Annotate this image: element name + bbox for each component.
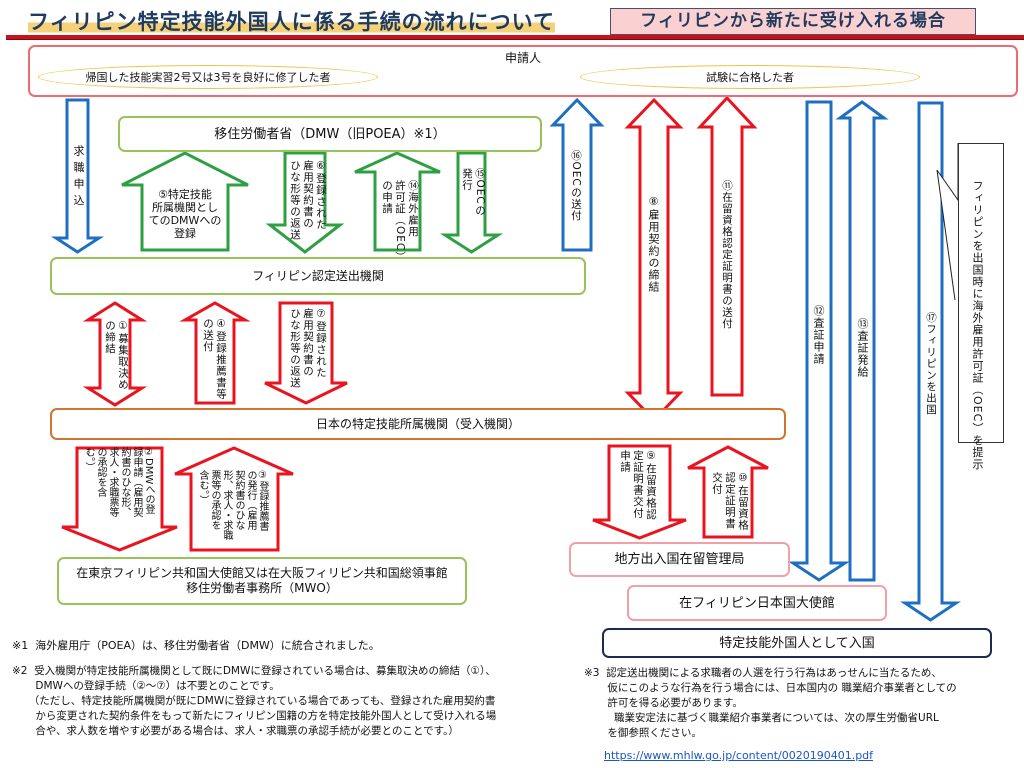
applicant-label: 申請人 bbox=[504, 51, 541, 65]
arrow-step-9 bbox=[592, 444, 687, 540]
mhlw-url-link[interactable]: https://www.mhlw.go.jp/content/002019040… bbox=[604, 749, 874, 762]
step-6-label: ⑥登録された 雇用契約書の ひな形等の返送 bbox=[289, 160, 327, 241]
arrow-step-3 bbox=[174, 446, 294, 552]
arrow-step-11 bbox=[696, 95, 758, 397]
note-3: ※3 認定送出機関による求職者の人選を行う行為はあっせんに当たるため、 仮にこの… bbox=[584, 667, 957, 739]
oec-callout-text: フィリピンを出国時に海外雇用許可証（OEC）を提示 bbox=[971, 180, 984, 471]
applicant-group-trainee: 帰国した技能実習2号又は3号を良好に修了した者 bbox=[38, 65, 378, 89]
arrow-step-5 bbox=[121, 151, 249, 252]
arrow-step-13 bbox=[835, 100, 889, 582]
step-16-label: ⑯OECの送付 bbox=[570, 150, 582, 222]
step-1-label: ①募集取決め の締結 bbox=[104, 320, 129, 391]
mwo-label-line1: 在東京フィリピン共和国大使館又は在大阪フィリピン共和国総領事館 bbox=[76, 566, 448, 580]
job-application-label: 求 職 申 込 bbox=[72, 145, 85, 207]
step-7-label: ⑦登録された 雇用契約書の ひな形等の返送 bbox=[289, 308, 327, 389]
arrow-step-10 bbox=[687, 445, 769, 539]
step-4-label: ④登録推薦書等 の送付 bbox=[202, 318, 227, 400]
mwo-box: 在東京フィリピン共和国大使館又は在大阪フィリピン共和国総領事館 移住労働者事務所… bbox=[57, 557, 467, 605]
note-1: ※1 海外雇用庁（POEA）は、移住労働者省（DMW）に統合されました。 bbox=[12, 639, 380, 652]
step-11-label: ⑪在留資格認定証明書の送付 bbox=[721, 180, 733, 330]
immigration-bureau-label: 地方出入国在留管理局 bbox=[614, 552, 745, 567]
step-8-label: ⑧雇用契約の締結 bbox=[647, 195, 660, 293]
arrow-step-1 bbox=[82, 301, 148, 407]
mwo-label-line2: 移住労働者事務所（MWO） bbox=[186, 581, 338, 595]
sending-agency-label: フィリピン認定送出機関 bbox=[252, 268, 384, 283]
title-divider-shadow bbox=[6, 39, 1024, 40]
page-subtitle-badge: フィリピンから新たに受け入れる場合 bbox=[610, 8, 976, 35]
page-title: フィリピン特定技能外国人に係る手続の流れについて bbox=[28, 6, 555, 36]
arrow-step-8 bbox=[624, 97, 684, 423]
arrow-step-15 bbox=[439, 151, 504, 254]
title-divider bbox=[6, 35, 1024, 39]
step-15-label: ⑮OECの 発行 bbox=[461, 168, 486, 217]
step-13-label: ⑬査証発給 bbox=[856, 318, 869, 378]
step-2-label: ②DMWへの登 録申請（雇用契 約書のひな形、 求人・求職票等 の承認を含 む。… bbox=[83, 447, 154, 517]
dmw-label: 移住労働者省（DMW（旧POEA）※1） bbox=[214, 126, 446, 142]
step-12-label: ⑫査証申請 bbox=[812, 305, 825, 365]
receiving-org-label: 日本の特定技能所属機関（受入機関） bbox=[315, 416, 520, 431]
step-17-label: ⑰フィリピンを出国 bbox=[925, 312, 937, 416]
immigration-bureau-box: 地方出入国在留管理局 bbox=[569, 542, 790, 577]
applicant-group-exam-label: 試験に合格した者 bbox=[706, 71, 794, 84]
receiving-org-box: 日本の特定技能所属機関（受入機関） bbox=[50, 408, 786, 440]
embassy-box: 在フィリピン日本国大使館 bbox=[627, 585, 887, 621]
arrow-step-12 bbox=[787, 100, 851, 582]
oec-callout bbox=[958, 143, 1004, 443]
arrow-step-16 bbox=[549, 97, 605, 252]
arrow-job-application bbox=[50, 98, 105, 254]
step-10-label: ⑩在留資格 認定証明書 交付 bbox=[711, 472, 749, 531]
sending-agency-box: フィリピン認定送出機関 bbox=[50, 257, 586, 295]
arrow-step-2 bbox=[61, 446, 178, 552]
applicant-group-exam: 試験に合格した者 bbox=[580, 65, 920, 89]
arrow-step-4 bbox=[179, 301, 251, 405]
arrow-step-14 bbox=[354, 151, 441, 252]
step-3-label: ③登録推薦書 の発行（雇用 契約書のひな 形、求人・求職 票等の承認を 含む。） bbox=[197, 470, 268, 540]
embassy-label: 在フィリピン日本国大使館 bbox=[679, 595, 835, 611]
arrow-step-7 bbox=[264, 301, 348, 405]
applicant-group-trainee-label: 帰国した技能実習2号又は3号を良好に修了した者 bbox=[85, 71, 331, 84]
arrow-step-6 bbox=[265, 151, 345, 254]
dmw-box: 移住労働者省（DMW（旧POEA）※1） bbox=[118, 116, 542, 152]
entry-label: 特定技能外国人として入国 bbox=[719, 635, 875, 651]
entry-box: 特定技能外国人として入国 bbox=[602, 628, 992, 658]
step-9-label: ⑨在留資格認 定証明書交付 申請 bbox=[619, 450, 657, 521]
step-14-label: ⑭海外雇用 許可証（OEC） の申請 bbox=[381, 180, 419, 263]
step-5-label: ⑤特定技能 所属機関とし てのDMWへの 登録 bbox=[148, 188, 222, 240]
note-2: ※2 受入機関が特定技能所属機関として既にDMWに登録されている場合は、募集取決… bbox=[12, 665, 497, 737]
